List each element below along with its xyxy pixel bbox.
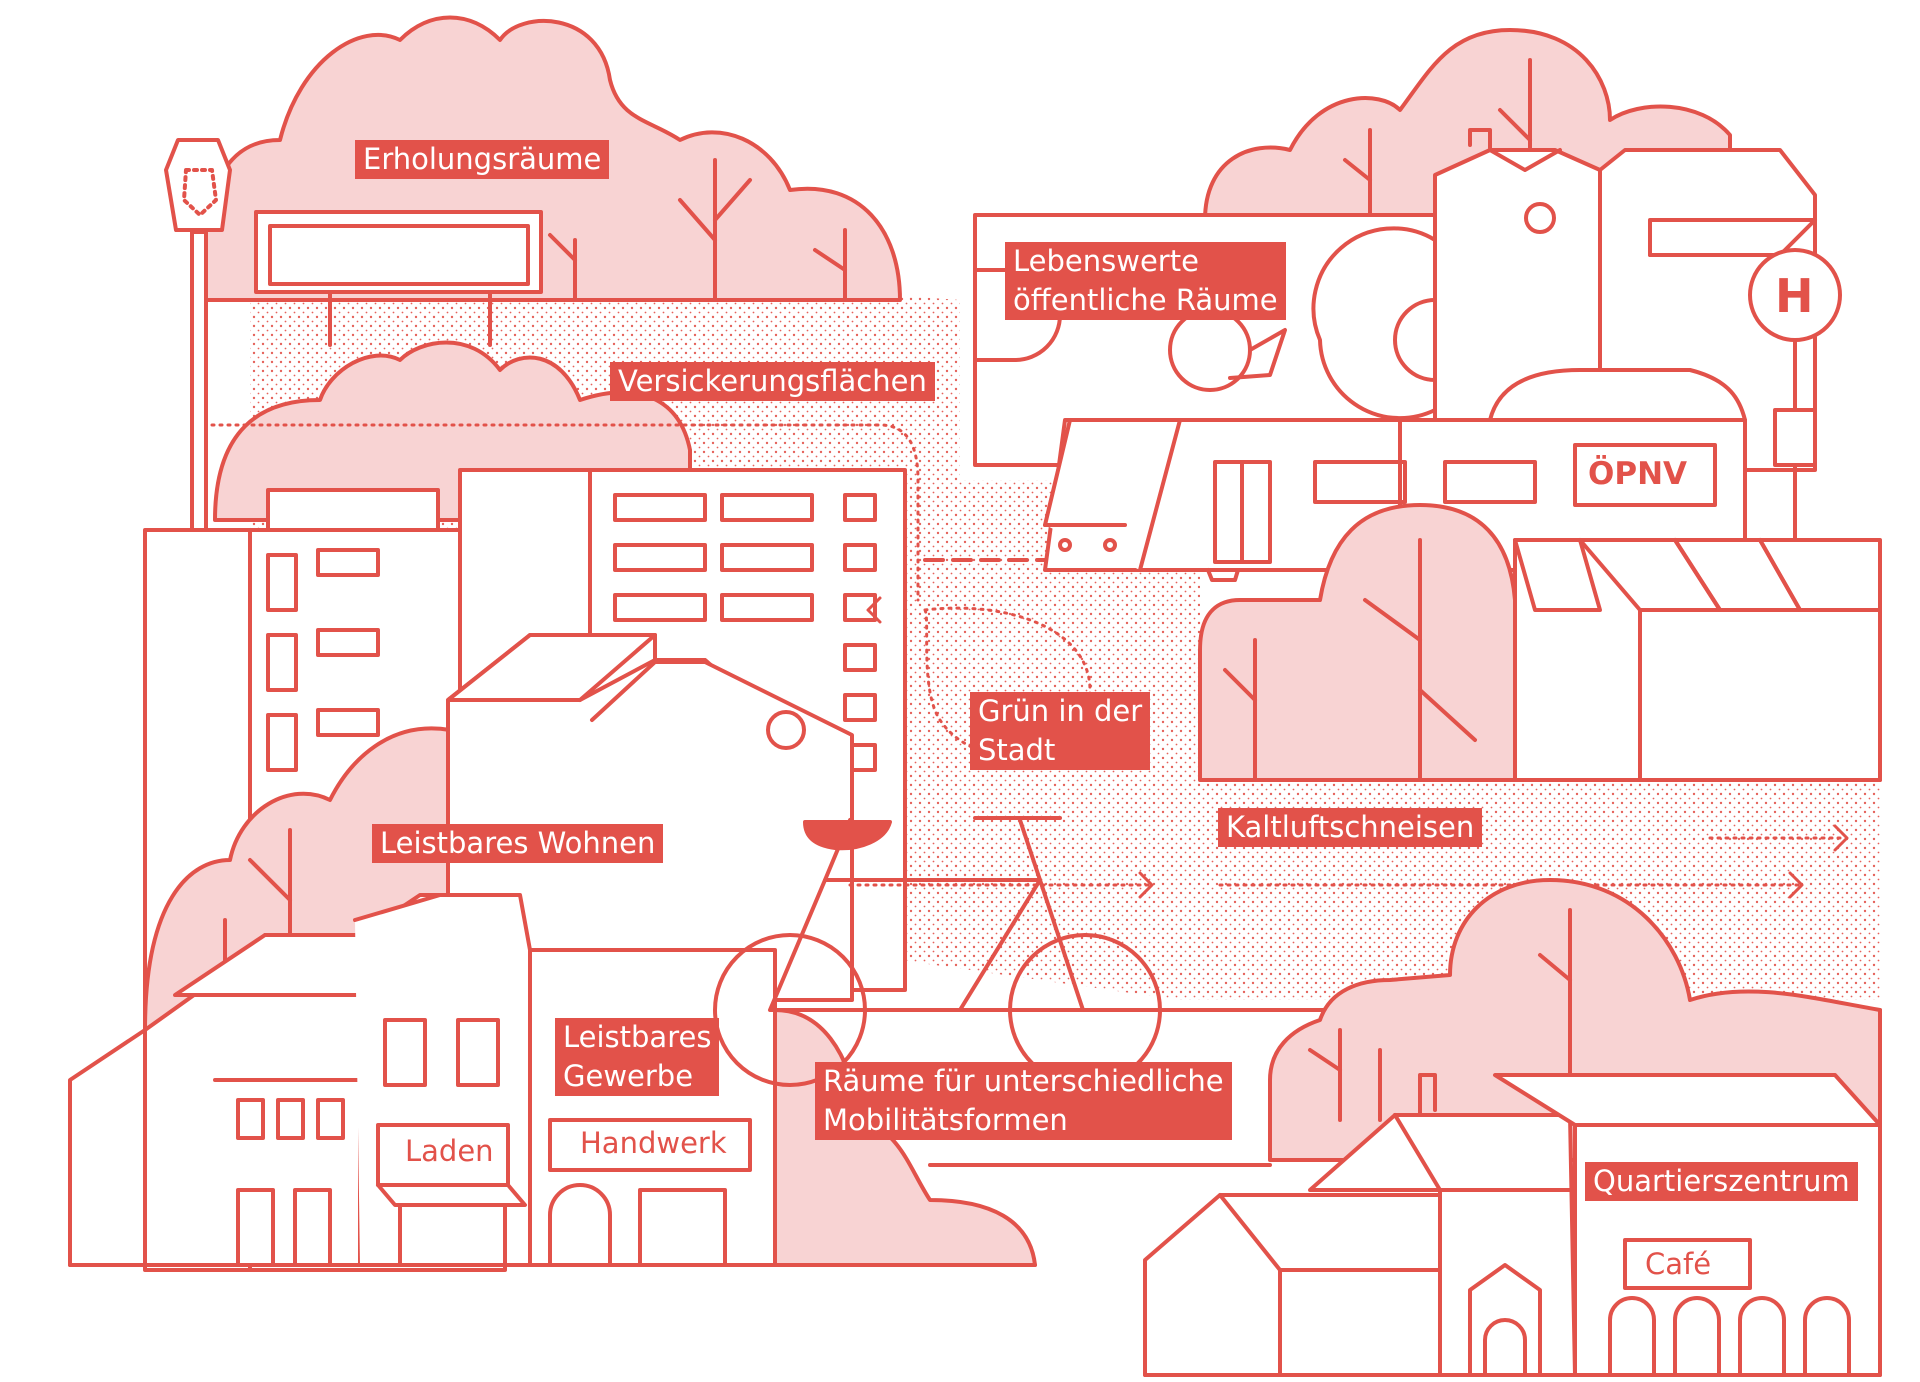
bicycle-icon — [713, 816, 1162, 1087]
label-lebenswerte-raeume: Lebenswerte öffentliche Räume — [1005, 242, 1286, 320]
quarter-center — [1143, 1073, 1882, 1377]
billboard — [254, 210, 543, 347]
label-gewerbe-line-2: Gewerbe — [563, 1059, 694, 1093]
label-mobil-line-2: Mobilitätsformen — [823, 1103, 1068, 1137]
label-leistbares-wohnen: Leistbares Wohnen — [372, 824, 664, 863]
label-gewerbe-line-1: Leistbares — [563, 1020, 712, 1054]
label-versickerungsflaechen: Versickerungsflächen — [610, 362, 935, 401]
market-hall — [1513, 538, 1882, 782]
label-leistbares-gewerbe: Leistbares Gewerbe — [555, 1018, 720, 1096]
bus-stop-h-letter: H — [1775, 269, 1814, 323]
street-lamp-icon — [164, 138, 232, 534]
tram-icon — [1043, 368, 1747, 582]
sign-handwerk: Handwerk — [580, 1126, 727, 1160]
bus-stop-icon — [1748, 248, 1842, 547]
label-quartierszentrum: Quartierszentrum — [1585, 1162, 1858, 1201]
label-gruen-line-2: Stadt — [978, 733, 1056, 767]
house-gable-center — [446, 633, 854, 1002]
sign-cafe: Café — [1645, 1247, 1712, 1281]
airflow-arrow-heads — [866, 596, 1849, 899]
label-mobil-line-1: Räume für unterschiedliche — [823, 1064, 1224, 1098]
label-lebenswerte-line-2: öffentliche Räume — [1013, 283, 1278, 317]
shop-row — [68, 893, 777, 1267]
label-kaltluftschneisen: Kaltluftschneisen — [1218, 808, 1483, 847]
label-lebenswerte-line-1: Lebenswerte — [1013, 244, 1199, 278]
sign-oepnv: ÖPNV — [1588, 456, 1688, 492]
label-gruen-in-der-stadt: Grün in der Stadt — [970, 692, 1151, 770]
sign-laden: Laden — [405, 1134, 494, 1168]
label-erholungsraeume: Erholungsräume — [355, 140, 610, 179]
label-mobilitaetsformen: Räume für unterschiedliche Mobilitätsfor… — [815, 1062, 1232, 1140]
label-gruen-line-1: Grün in der — [978, 694, 1143, 728]
